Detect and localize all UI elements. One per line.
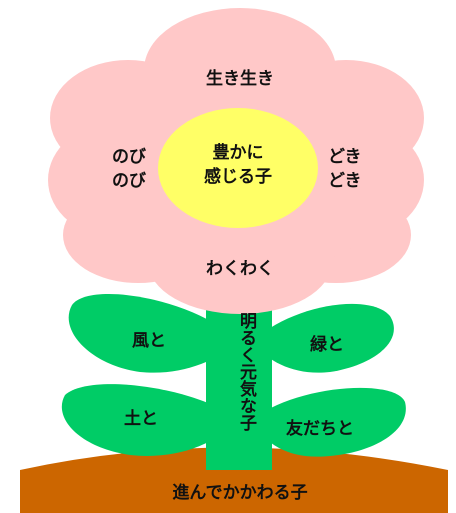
leaves bbox=[61, 294, 406, 457]
petal-bottom-label: わくわく bbox=[206, 259, 274, 279]
stem-label: 明るく元気な子 bbox=[236, 312, 256, 431]
center-text-line2: 感じる子 bbox=[204, 167, 272, 187]
leaf-upper-right bbox=[252, 303, 394, 373]
center-text-line1: 豊かに bbox=[212, 143, 264, 163]
petal-left-label-line1: のび bbox=[112, 147, 146, 167]
petal-right-label-line2: どき bbox=[328, 171, 362, 191]
ground-label: 進んでかかわる子 bbox=[172, 483, 308, 503]
leaf-upper-left bbox=[68, 294, 238, 373]
leaf-upper-right-label: 緑と bbox=[310, 335, 344, 355]
flower-center bbox=[158, 108, 318, 228]
petal-top-label: 生き生き bbox=[206, 69, 274, 89]
leaf-lower-left-label: 土と bbox=[124, 409, 158, 429]
ground-mound bbox=[20, 447, 448, 513]
leaf-lower-right bbox=[252, 387, 406, 457]
leaf-upper-left-label: 風と bbox=[132, 331, 166, 351]
leaf-lower-right-label: 友だちと bbox=[286, 419, 354, 439]
leaf-lower-left bbox=[61, 384, 238, 456]
petal-right-label-line1: どき bbox=[328, 147, 362, 167]
petal-left-label-line2: のび bbox=[112, 171, 146, 191]
